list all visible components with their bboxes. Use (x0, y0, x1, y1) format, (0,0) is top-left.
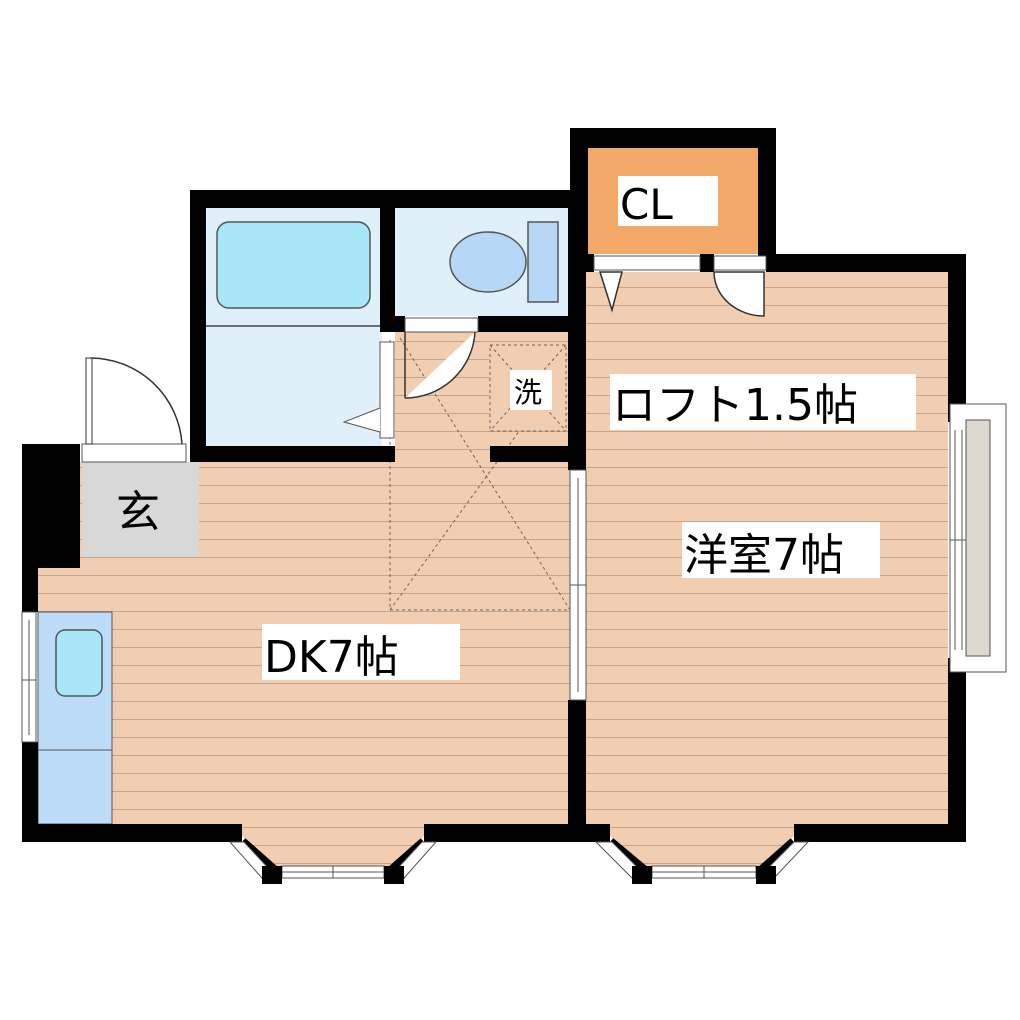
bedroom-label: 洋室7帖 (684, 530, 844, 581)
bedroom-bay-window (594, 838, 810, 884)
walls (22, 128, 966, 842)
toilet-door[interactable] (404, 317, 479, 399)
loft-label: ロフト1.5帖 (612, 380, 858, 431)
entrance-door[interactable] (81, 357, 187, 463)
toilet-tank (527, 221, 559, 303)
bathtub (216, 221, 371, 309)
kitchen-sink (55, 629, 103, 697)
bedroom-bay-floor (610, 824, 794, 866)
dk-label: DK7帖 (264, 632, 399, 683)
dk-bay-window (228, 838, 438, 884)
toilet-bowl (449, 231, 527, 293)
closet-label: CL (620, 180, 673, 229)
entrance-label: 玄 (116, 487, 160, 538)
dk-bay-floor (242, 824, 424, 866)
washer-label: 洗 (514, 376, 542, 409)
entrance-floor (82, 462, 199, 557)
closet-doors[interactable] (593, 255, 767, 317)
